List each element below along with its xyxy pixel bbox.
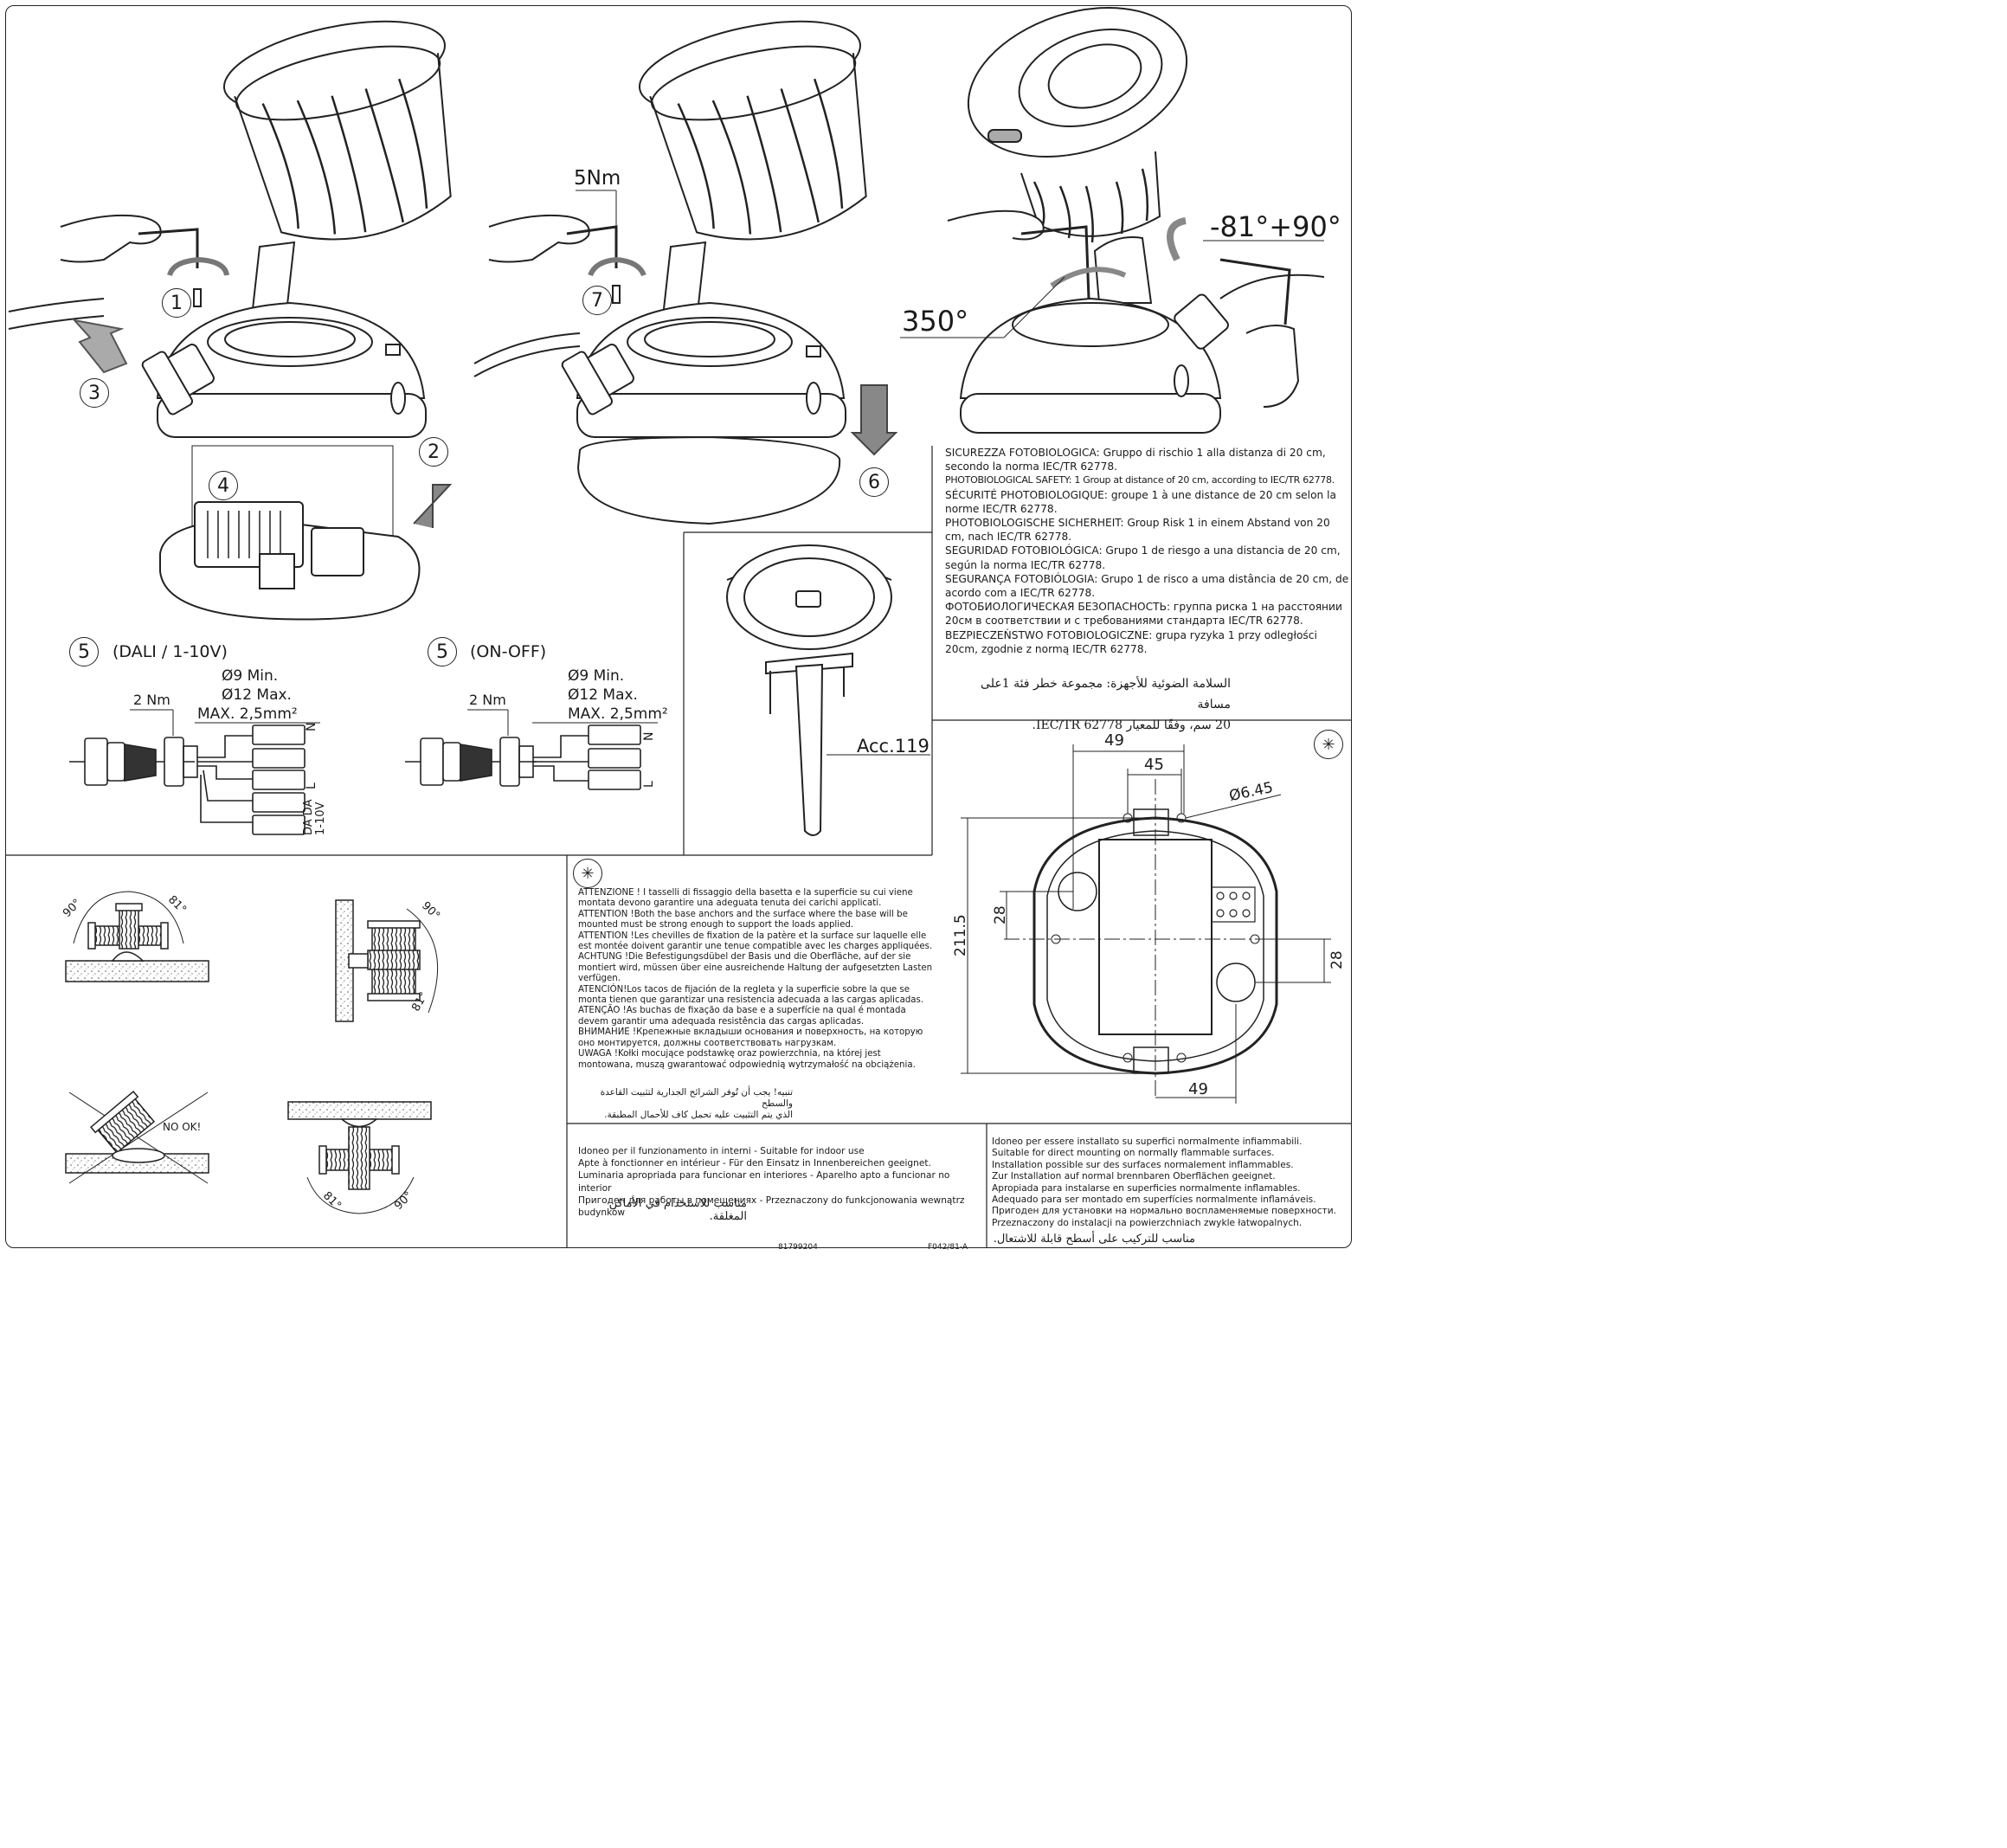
dali-term-n: N	[305, 722, 318, 731]
onoff-torque: 2 Nm	[469, 692, 506, 708]
rotation-label: 350°	[902, 305, 969, 338]
wiring-diagram-onoff	[405, 709, 658, 790]
photobiological-safety-text: SICUREZZA FOTOBIOLOGICA: Gruppo di risch…	[945, 447, 1349, 655]
step-6-badge: 6	[859, 467, 889, 497]
lamp-assembly-1	[8, 20, 453, 621]
dim-49-top: 49	[1104, 731, 1124, 750]
not-ok-label: NO OK!	[163, 1121, 202, 1133]
step-3-badge: 3	[80, 378, 109, 408]
onoff-term-l: L	[642, 781, 656, 788]
lamp-assembly-3	[900, 6, 1325, 434]
panel-dividers	[5, 446, 1352, 1248]
tilt-range-label: -81°+90°	[1210, 210, 1341, 243]
onoff-cable-spec: Ø9 Min. Ø12 Max. MAX. 2,5mm²	[568, 667, 668, 723]
dali-cable-spec: Ø9 Min. Ø12 Max. MAX. 2,5mm²	[197, 667, 298, 723]
accessory-label: Acc.119	[857, 736, 930, 757]
star-badge-plate: ✳	[1314, 730, 1343, 759]
indoor-use-arabic: مناسب للاستخدام في الأماكن المغلقة.	[608, 1197, 747, 1223]
step-4-badge: 4	[209, 471, 238, 500]
drawing-layer	[5, 6, 1352, 1248]
dim-28-left: 28	[992, 905, 1009, 924]
photobiological-safety-arabic: السلامة الضوئية للأجهزة: مجموعة خطر فئة …	[981, 677, 1231, 732]
dali-torque: 2 Nm	[133, 692, 170, 708]
torque-label: 5Nm	[574, 167, 621, 190]
step-7-badge: 7	[582, 286, 612, 315]
base-plate-drawing	[961, 744, 1331, 1104]
dali-term-l: L	[305, 782, 318, 789]
star-badge-warning: ✳	[573, 859, 602, 888]
warning-text: ATTENZIONE ! I tasselli di fissaggio del…	[578, 888, 933, 1070]
dim-211: 211.5	[952, 914, 969, 956]
wiring-diagram-dali	[69, 709, 320, 835]
flammable-arabic: مناسب للتركيب على أسطح قابلة للاشتعال.	[993, 1233, 1195, 1246]
lamp-assembly-2	[473, 20, 898, 525]
dim-49-bottom: 49	[1188, 1080, 1208, 1098]
instruction-sheet	[5, 5, 1352, 1248]
spike-accessory	[726, 544, 930, 836]
step-1-badge: 1	[162, 288, 191, 318]
warning-arabic: تنبيه! يجب أن تُوفر الشرائح الجدارية لتث…	[600, 1087, 793, 1120]
onoff-title: (ON-OFF)	[470, 642, 547, 661]
step-5-badge-onoff: 5	[428, 637, 457, 666]
step-2-badge: 2	[419, 437, 448, 467]
flammable-surface-text: Idoneo per essere installato su superfic…	[992, 1136, 1336, 1228]
footer-code-1: 81799204	[778, 1243, 818, 1252]
mounting-positions	[65, 891, 439, 1214]
dim-28-right: 28	[1328, 950, 1346, 969]
dim-45: 45	[1144, 756, 1164, 774]
onoff-term-n: N	[642, 731, 656, 741]
indoor-use-text: Idoneo per il funzionamento in interni -…	[578, 1146, 965, 1219]
step-5-badge-dali: 5	[69, 637, 99, 666]
footer-code-2: F042/81-A	[928, 1243, 968, 1252]
dali-title: (DALI / 1-10V)	[113, 642, 228, 661]
